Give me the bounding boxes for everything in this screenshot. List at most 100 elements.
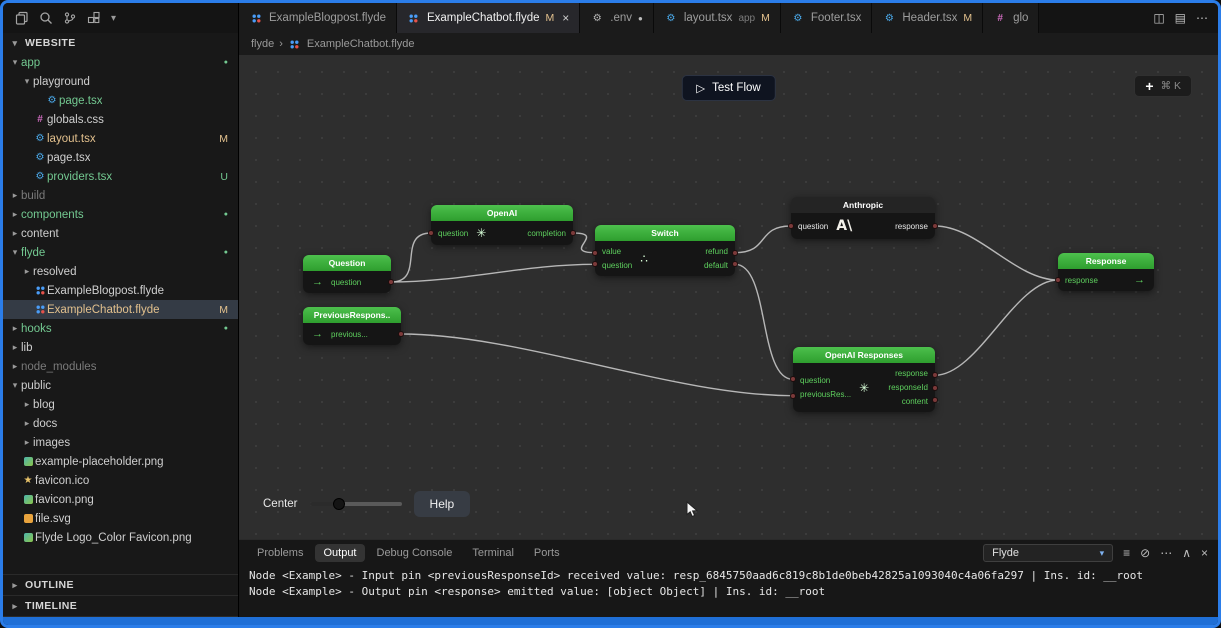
connection-wire[interactable]	[934, 225, 1059, 281]
tab-footer-tsx[interactable]: ⚙Footer.tsx	[780, 3, 873, 33]
toggle-layout-icon[interactable]: ▤	[1174, 11, 1186, 25]
breadcrumb-file[interactable]: ExampleChatbot.flyde	[306, 38, 415, 50]
files-icon[interactable]	[15, 11, 29, 25]
tree-item-exampleblogpost-flyde[interactable]: ExampleBlogpost.flyde	[3, 281, 238, 300]
close-panel-icon[interactable]: ×	[1200, 546, 1208, 560]
tree-item-lib[interactable]: ▸lib	[3, 338, 238, 357]
connection-wire[interactable]	[390, 263, 596, 283]
tree-item-favicon-ico[interactable]: ★favicon.ico	[3, 471, 238, 490]
connection-wire[interactable]	[390, 232, 432, 283]
tree-item-docs[interactable]: ▸docs	[3, 414, 238, 433]
more-actions-icon[interactable]: ⋯	[1160, 546, 1173, 560]
test-flow-button[interactable]: ▷ Test Flow	[681, 75, 776, 101]
tree-item-flyde[interactable]: ▾flyde●	[3, 243, 238, 262]
breadcrumb[interactable]: flyde › ExampleChatbot.flyde	[239, 33, 1218, 55]
help-button[interactable]: Help	[413, 491, 471, 517]
output-pin[interactable]	[932, 223, 938, 229]
connection-wire[interactable]	[734, 225, 792, 254]
output-pin[interactable]	[398, 331, 404, 337]
tree-item-page-tsx[interactable]: ⚙page.tsx	[3, 91, 238, 110]
tree-item-label: app	[21, 56, 41, 69]
tree-item-flyde-logo-color-favicon-png[interactable]: Flyde Logo_Color Favicon.png	[3, 528, 238, 547]
image-file-icon	[21, 495, 35, 504]
output-pin[interactable]	[932, 396, 938, 403]
chevron-down-icon[interactable]: ▾	[111, 12, 117, 24]
tree-item-app[interactable]: ▾app●	[3, 53, 238, 72]
outline-section[interactable]: ▸ OUTLINE	[3, 575, 238, 596]
output-filter-icon[interactable]: ≡	[1123, 546, 1131, 560]
connection-wire[interactable]	[934, 279, 1059, 376]
panel-tab-ports[interactable]: Ports	[533, 547, 560, 559]
flow-node-question[interactable]: Question→question	[303, 255, 394, 293]
tree-item-blog[interactable]: ▸blog	[3, 395, 238, 414]
source-control-icon[interactable]	[63, 11, 77, 25]
more-actions-icon[interactable]: ⋯	[1196, 11, 1208, 25]
panel-tab-debug-console[interactable]: Debug Console	[376, 547, 453, 559]
tree-item-file-svg[interactable]: file.svg	[3, 509, 238, 528]
split-editor-icon[interactable]: ◫	[1153, 11, 1165, 25]
panel-tab-output[interactable]: Output	[315, 544, 365, 562]
search-icon[interactable]	[39, 11, 53, 25]
tree-item-build[interactable]: ▸build	[3, 186, 238, 205]
connection-wire[interactable]	[734, 263, 794, 381]
tree-item-page-tsx[interactable]: ⚙page.tsx	[3, 148, 238, 167]
add-node-button[interactable]: + ⌘ K	[1134, 75, 1192, 97]
close-icon[interactable]: ×	[562, 11, 570, 25]
console-output[interactable]: Node <Example> - Input pin <previousResp…	[239, 566, 1218, 617]
tree-item-images[interactable]: ▸images	[3, 433, 238, 452]
output-pin[interactable]	[932, 384, 938, 391]
tab-exampleblogpost-flyde[interactable]: ExampleBlogpost.flyde	[239, 3, 397, 33]
input-pin[interactable]	[790, 376, 796, 383]
tree-item-public[interactable]: ▾public	[3, 376, 238, 395]
extensions-icon[interactable]	[87, 11, 101, 25]
flow-canvas[interactable]: ▷ Test Flow + ⌘ K Center Help	[239, 55, 1218, 539]
input-pin[interactable]	[592, 249, 598, 256]
output-pin-label: response	[895, 221, 928, 231]
panel-tab-problems[interactable]: Problems	[257, 547, 304, 559]
timeline-section[interactable]: ▸ TIMELINE	[3, 596, 238, 617]
output-pin[interactable]	[570, 230, 576, 236]
input-pin[interactable]	[788, 223, 794, 229]
breadcrumb-root[interactable]: flyde	[251, 38, 275, 50]
output-pin[interactable]	[732, 249, 738, 256]
tree-item-resolved[interactable]: ▸resolved	[3, 262, 238, 281]
input-pin[interactable]	[428, 230, 434, 236]
tree-item-components[interactable]: ▸components●	[3, 205, 238, 224]
panel-tab-terminal[interactable]: Terminal	[472, 547, 514, 559]
tree-item-favicon-png[interactable]: favicon.png	[3, 490, 238, 509]
zoom-slider-knob[interactable]	[332, 498, 345, 510]
tree-item-node-modules[interactable]: ▸node_modules	[3, 357, 238, 376]
lock-scroll-icon[interactable]: ⊘	[1140, 546, 1151, 560]
tab-env[interactable]: ⚙.env●	[580, 3, 654, 33]
tree-item-content[interactable]: ▸content	[3, 224, 238, 243]
output-pin[interactable]	[388, 279, 394, 285]
input-pin[interactable]	[1055, 277, 1061, 283]
output-pin[interactable]	[732, 261, 738, 268]
tree-item-example-placeholder-png[interactable]: example-placeholder.png	[3, 452, 238, 471]
tree-item-hooks[interactable]: ▸hooks●	[3, 319, 238, 338]
connection-wire[interactable]	[572, 232, 596, 254]
tree-item-playground[interactable]: ▾playground	[3, 72, 238, 91]
tree-item-globals-css[interactable]: #globals.css	[3, 110, 238, 129]
explorer-section-website[interactable]: ▾ WEBSITE	[3, 33, 238, 53]
connection-wire[interactable]	[400, 333, 794, 397]
flow-node-previousrespons[interactable]: PreviousRespons..→previous...	[303, 307, 404, 345]
tab-glo[interactable]: #glo	[983, 3, 1040, 33]
input-pin[interactable]	[592, 261, 598, 268]
output-channel-select[interactable]: Flyde ▾	[983, 544, 1114, 562]
input-pin[interactable]	[790, 392, 796, 399]
zoom-slider[interactable]	[309, 498, 402, 510]
output-pin[interactable]	[932, 372, 938, 379]
maximize-panel-icon[interactable]: ∧	[1182, 546, 1191, 560]
